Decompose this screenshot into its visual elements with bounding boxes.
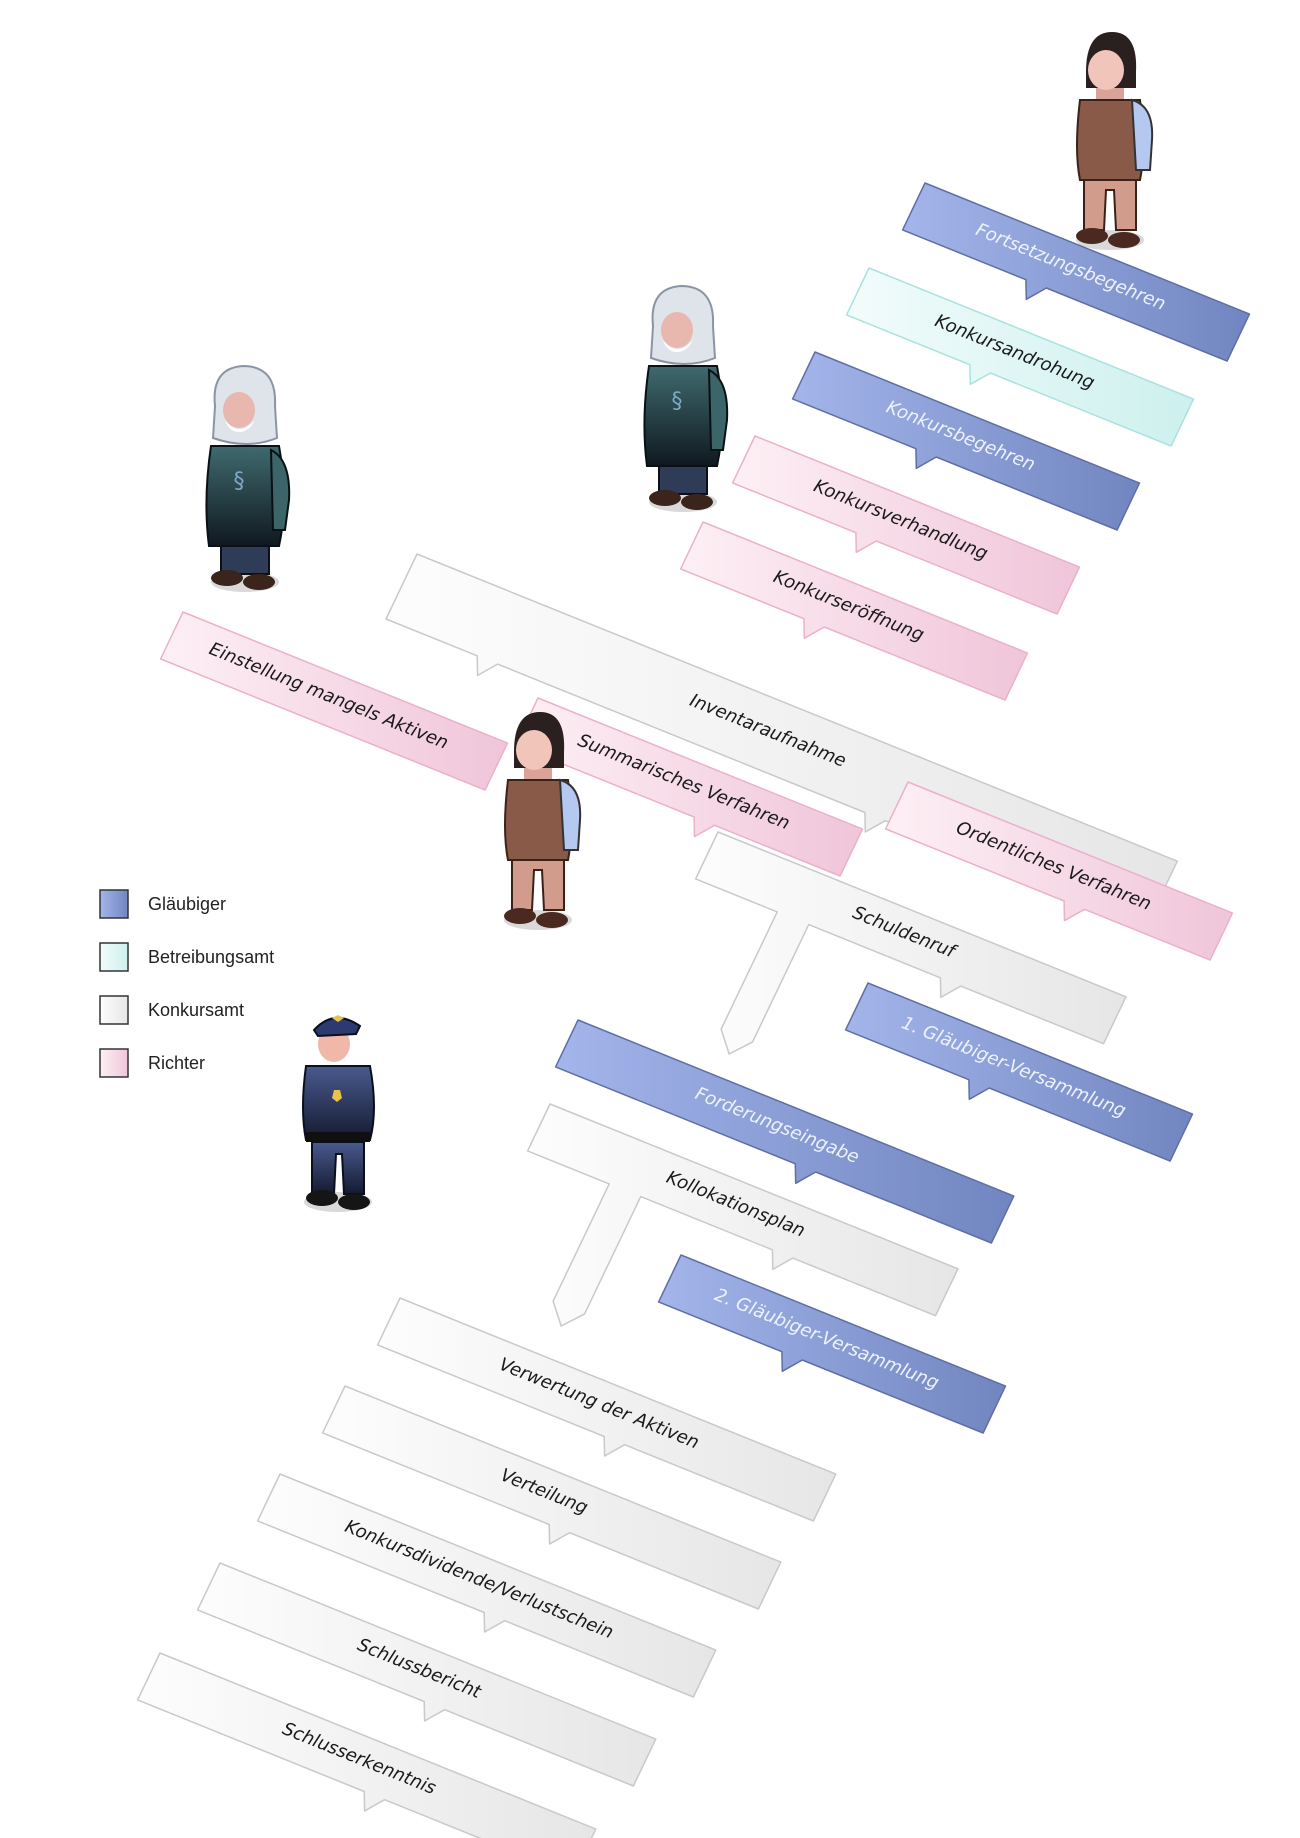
legend-label: Richter [148,1053,205,1073]
legend-label: Gläubiger [148,894,226,914]
step-box [679,521,1029,701]
step-box [731,435,1081,615]
creditor-icon [504,712,582,930]
officer-icon [302,1015,375,1212]
step-box [376,1297,837,1522]
step-box [196,1562,657,1787]
step-schlusserkenntnis: Schlusserkenntnis [136,1652,597,1838]
paragraph-icon: § [234,469,245,494]
step-box [657,1254,1007,1434]
step-box [845,267,1195,447]
legend-label: Betreibungsamt [148,947,274,967]
legend-item-betreibungsamt: Betreibungsamt [99,942,274,972]
step-box [901,182,1251,362]
step-box [321,1385,782,1610]
paragraph-icon: § [672,389,683,414]
legend-label: Konkursamt [148,1000,244,1020]
step-2-glaeubiger-versammlung: 2. Gläubiger-Versammlung [657,1254,1007,1434]
judge-icon: § [643,284,729,512]
step-box [159,611,509,791]
step-box [884,781,1234,961]
step-box [256,1473,717,1698]
step-box [791,351,1141,531]
legend-swatch [99,995,129,1025]
judge-icon: § [205,364,291,592]
legend-swatch [99,889,129,919]
step-label: Einstellung mangels Aktiven [206,638,451,753]
legend-item-richter: Richter [99,1048,205,1078]
creditor-icon [1076,32,1154,250]
step-box [136,1652,597,1838]
legend-item-konkursamt: Konkursamt [99,995,244,1025]
legend-swatch [99,1048,129,1078]
step-box [554,1019,1015,1244]
actor-figures: §§ [205,32,1154,1212]
step-box [694,831,1127,1055]
legend-swatch [99,942,129,972]
step-box [526,1103,959,1327]
legend-item-glaeubiger: Gläubiger [99,889,226,919]
step-box [844,982,1194,1162]
